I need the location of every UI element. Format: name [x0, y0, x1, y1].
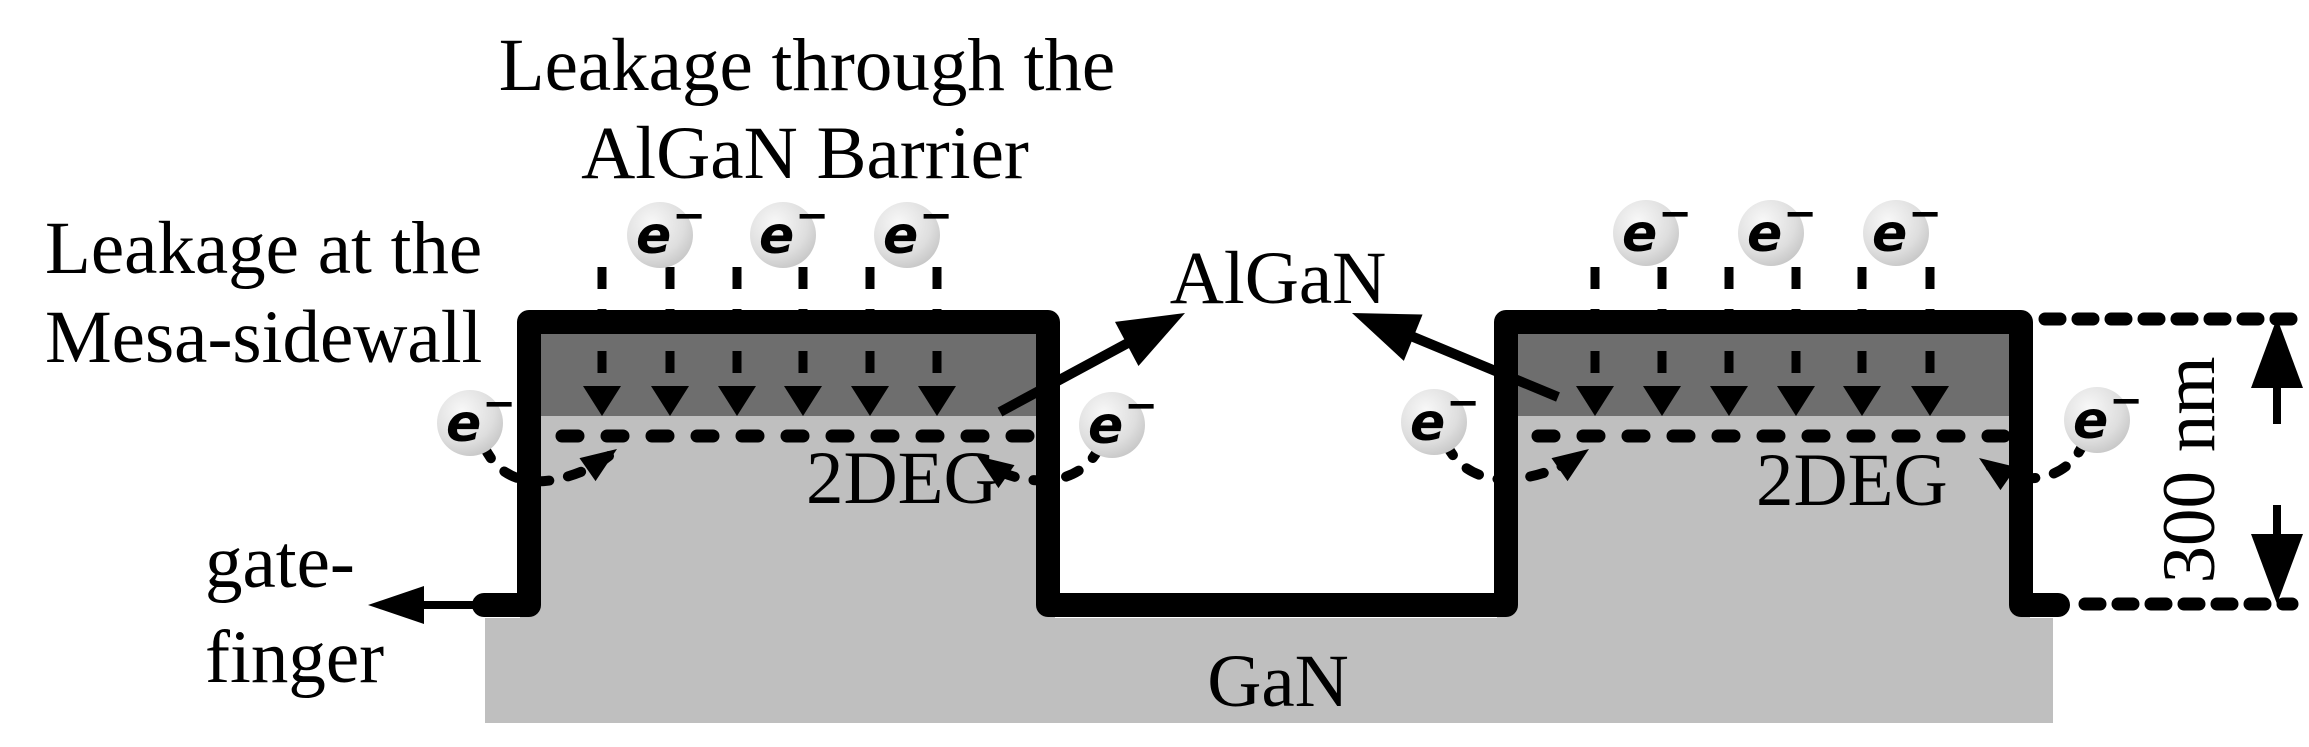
title-line1: Leakage through the [499, 24, 1115, 107]
right-2deg-label: 2DEG [1756, 439, 1948, 522]
electron-icon [1863, 191, 1942, 266]
electron-icon [2064, 378, 2143, 453]
electron-icon [1079, 383, 1158, 458]
electron-icon [437, 381, 516, 456]
dimension-up-arrowhead-icon [2251, 318, 2303, 388]
sidewall-leakage-paths [479, 435, 2090, 491]
dimension-down-arrowhead-icon [2251, 534, 2303, 604]
left-2deg-label: 2DEG [806, 437, 998, 520]
dimension-label: 300 nm [2148, 356, 2231, 583]
gan-label: GaN [1207, 640, 1349, 723]
left-algan-barrier [541, 332, 1036, 416]
gan-substrate [485, 618, 2053, 723]
electron-icon [750, 193, 829, 268]
gate-finger-label-line2: finger [205, 616, 384, 699]
electron-icon [1401, 380, 1480, 455]
algan-label: AlGaN [1170, 237, 1387, 320]
electron-icon [1613, 191, 1692, 266]
title-line2: AlGaN Barrier [581, 112, 1029, 195]
electron-icon [627, 193, 706, 268]
electron-icon [874, 193, 953, 268]
gate-finger-label-line1: gate- [205, 521, 355, 604]
electron-icon [1738, 191, 1817, 266]
dimension-marker [2038, 312, 2303, 611]
sidewall-label-line2: Mesa-sidewall [45, 296, 482, 379]
gate-finger-arrow [368, 586, 487, 624]
sidewall-label-line1: Leakage at the [45, 207, 482, 290]
algan-leader-arrows [997, 289, 1560, 417]
mesa-outline [472, 310, 2070, 617]
